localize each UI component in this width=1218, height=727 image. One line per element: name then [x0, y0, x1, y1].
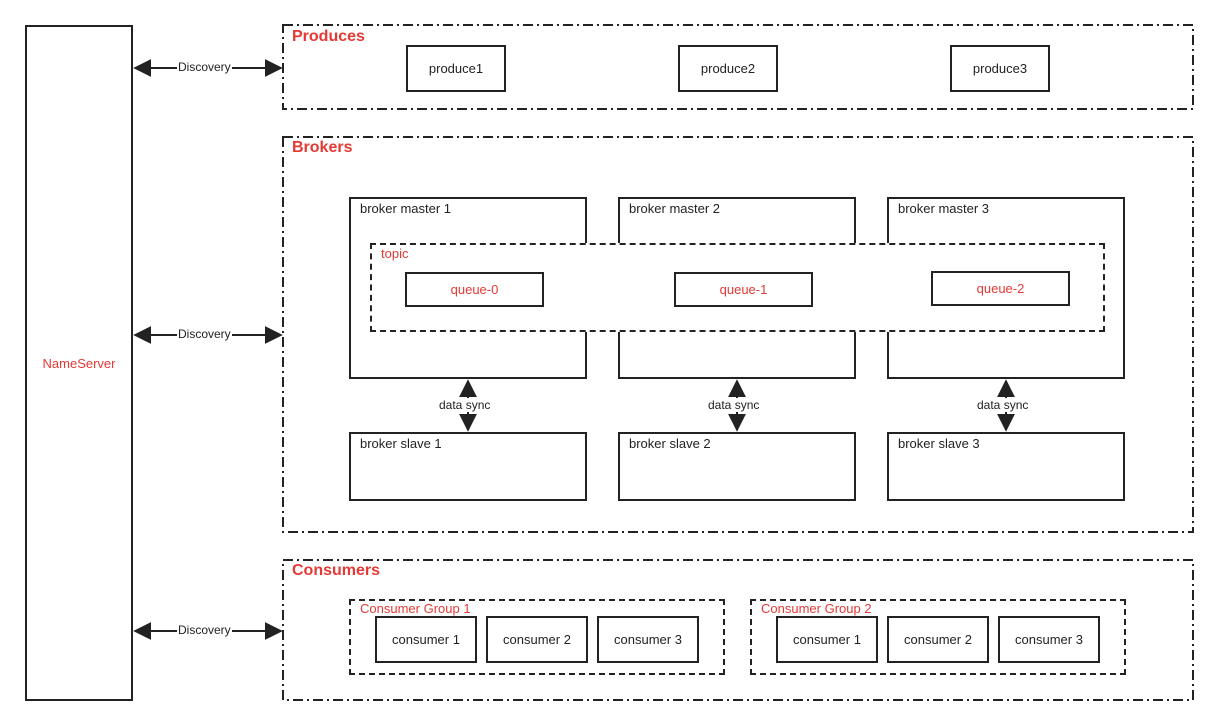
consumer-group-label: Consumer Group 2 — [761, 601, 872, 616]
consumer-group-label: Consumer Group 1 — [360, 601, 471, 616]
sync-label: data sync — [438, 398, 492, 412]
producer-label: produce1 — [428, 61, 484, 76]
consumer-group-frame: Consumer Group 2 — [750, 599, 1126, 675]
broker-slave-label: broker slave 2 — [629, 436, 711, 451]
consumer-box: consumer 3 — [998, 616, 1100, 663]
broker-slave-box: broker slave 1 — [349, 432, 587, 501]
broker-slave-label: broker slave 1 — [360, 436, 442, 451]
broker-slave-label: broker slave 3 — [898, 436, 980, 451]
consumer-box: consumer 2 — [486, 616, 588, 663]
consumer-box: consumer 3 — [597, 616, 699, 663]
discovery-label: Discovery — [177, 623, 232, 637]
consumer-label: consumer 3 — [1015, 632, 1083, 647]
consumer-group-frame: Consumer Group 1 — [349, 599, 725, 675]
topic-label: topic — [381, 246, 409, 261]
broker-slave-box: broker slave 3 — [887, 432, 1125, 501]
queue-label: queue-1 — [719, 282, 768, 297]
consumers-title: Consumers — [292, 562, 381, 579]
queue-label: queue-2 — [976, 281, 1025, 296]
consumer-label: consumer 1 — [793, 632, 861, 647]
broker-slave-box: broker slave 2 — [618, 432, 856, 501]
consumer-label: consumer 2 — [904, 632, 972, 647]
broker-master-label: broker master 1 — [360, 201, 452, 216]
consumer-box: consumer 2 — [887, 616, 989, 663]
broker-master-label: broker master 2 — [629, 201, 721, 216]
producer-label: produce2 — [700, 61, 756, 76]
broker-master-label: broker master 3 — [898, 201, 990, 216]
consumer-label: consumer 2 — [503, 632, 571, 647]
queue-label: queue-0 — [450, 282, 499, 297]
consumer-box: consumer 1 — [776, 616, 878, 663]
brokers-title: Brokers — [292, 139, 353, 156]
consumer-label: consumer 3 — [614, 632, 682, 647]
consumer-label: consumer 1 — [392, 632, 460, 647]
produces-title: Produces — [292, 28, 365, 45]
producer-box: produce2 — [678, 45, 778, 92]
queue-box: queue-1 — [674, 272, 813, 307]
producer-label: produce3 — [972, 61, 1028, 76]
discovery-label: Discovery — [177, 327, 232, 341]
queue-box: queue-2 — [931, 271, 1070, 306]
producer-box: produce3 — [950, 45, 1050, 92]
queue-box: queue-0 — [405, 272, 544, 307]
sync-label: data sync — [707, 398, 761, 412]
producer-box: produce1 — [406, 45, 506, 92]
nameserver-label: NameServer — [42, 355, 116, 371]
sync-label: data sync — [976, 398, 1030, 412]
discovery-label: Discovery — [177, 60, 232, 74]
consumer-box: consumer 1 — [375, 616, 477, 663]
nameserver-box: NameServer — [25, 25, 133, 701]
